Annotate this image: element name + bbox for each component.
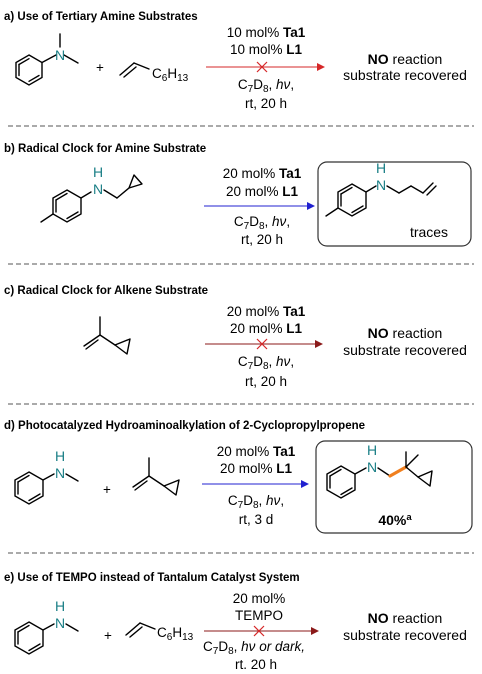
- nitrogen-atom: N: [376, 177, 386, 193]
- result-line-1: NO reaction: [368, 610, 443, 626]
- catalyst-loading: 20 mol% Ta1: [217, 444, 296, 459]
- hexyl-label: C6H13: [152, 66, 189, 84]
- hydrogen-atom: H: [367, 442, 377, 458]
- hydrogen-atom: H: [376, 160, 386, 176]
- section-b-header: b) Radical Clock for Amine Substrate: [4, 143, 206, 155]
- cyclopropylpropene-structure: [83, 316, 131, 355]
- cyclopropylmethyl-toluidine-structure: N H: [40, 164, 143, 223]
- reagent-loading: 20 mol%: [233, 591, 286, 606]
- solvent-conditions: C7D8, hν or dark,: [203, 639, 305, 657]
- section-d: d) Photocatalyzed Hydroaminoalkylation o…: [4, 420, 473, 534]
- section-c-header: c) Radical Clock for Alkene Substrate: [4, 285, 208, 297]
- result-line-2: substrate recovered: [343, 67, 467, 83]
- new-cc-bond: [388, 465, 408, 478]
- section-e: e) Use of TEMPO instead of Tantalum Cata…: [4, 572, 467, 672]
- ligand-loading: 20 mol% L1: [230, 321, 303, 336]
- cross-mark: [256, 338, 268, 350]
- dimethylaniline-structure: N: [15, 33, 79, 86]
- hydrogen-atom: H: [55, 448, 65, 464]
- reagent-name: TEMPO: [235, 608, 283, 623]
- solvent-conditions: C7D8, hν,: [238, 354, 294, 372]
- ligand-loading: 10 mol% L1: [230, 42, 303, 57]
- plus-sign: +: [103, 482, 111, 497]
- n-methylaniline-structure: N H: [14, 598, 79, 655]
- section-d-header: d) Photocatalyzed Hydroaminoalkylation o…: [4, 420, 365, 432]
- hydroaminoalkylation-product-structure: N H: [326, 442, 433, 499]
- section-a: a) Use of Tertiary Amine Substrates N + …: [4, 11, 467, 111]
- section-b: b) Radical Clock for Amine Substrate N H…: [4, 143, 472, 247]
- solvent-conditions: C7D8, hν,: [228, 493, 284, 511]
- hydrogen-atom: H: [93, 164, 103, 180]
- nitrogen-atom: N: [55, 47, 65, 63]
- result-line-2: substrate recovered: [343, 342, 467, 358]
- product-yield: 40%a: [378, 512, 412, 528]
- section-e-header: e) Use of TEMPO instead of Tantalum Cata…: [4, 572, 300, 584]
- ligand-loading: 20 mol% L1: [226, 184, 299, 199]
- cross-mark: [256, 61, 268, 73]
- hydrogen-atom: H: [55, 598, 65, 614]
- cross-mark: [253, 625, 265, 637]
- solvent-conditions: C7D8, hν,: [234, 214, 290, 232]
- time-temperature: rt, 20 h: [245, 96, 287, 111]
- nitrogen-atom: N: [55, 465, 65, 481]
- product-yield-label: traces: [410, 224, 448, 240]
- n-methylaniline-structure: N H: [14, 448, 79, 505]
- section-a-header: a) Use of Tertiary Amine Substrates: [4, 11, 198, 23]
- time-temperature: rt. 20 h: [235, 657, 277, 672]
- product-box: [317, 161, 472, 247]
- catalyst-loading: 10 mol% Ta1: [227, 25, 306, 40]
- time-temperature: rt, 20 h: [245, 374, 287, 389]
- nitrogen-atom: N: [93, 181, 103, 197]
- result-line-1: NO reaction: [368, 325, 443, 341]
- butenyl-toluidine-structure: N H: [325, 160, 437, 217]
- plus-sign: +: [96, 60, 104, 75]
- ligand-loading: 20 mol% L1: [220, 461, 293, 476]
- plus-sign: +: [104, 628, 112, 643]
- nitrogen-atom: N: [55, 615, 65, 631]
- cyclopropylpropene-structure: [132, 457, 180, 496]
- product-box: [315, 440, 473, 534]
- time-temperature: rt, 3 d: [239, 512, 274, 527]
- octene-structure: C6H13: [119, 62, 189, 84]
- catalyst-loading: 20 mol% Ta1: [223, 166, 302, 181]
- time-temperature: rt, 20 h: [241, 232, 283, 247]
- octene-structure: C6H13: [125, 622, 194, 643]
- result-line-2: substrate recovered: [343, 627, 467, 643]
- hexyl-label: C6H13: [157, 625, 194, 643]
- nitrogen-atom: N: [367, 459, 377, 475]
- catalyst-loading: 20 mol% Ta1: [227, 304, 306, 319]
- section-c: c) Radical Clock for Alkene Substrate 20…: [4, 285, 467, 389]
- result-line-1: NO reaction: [368, 51, 443, 67]
- solvent-conditions: C7D8, hν,: [238, 77, 294, 95]
